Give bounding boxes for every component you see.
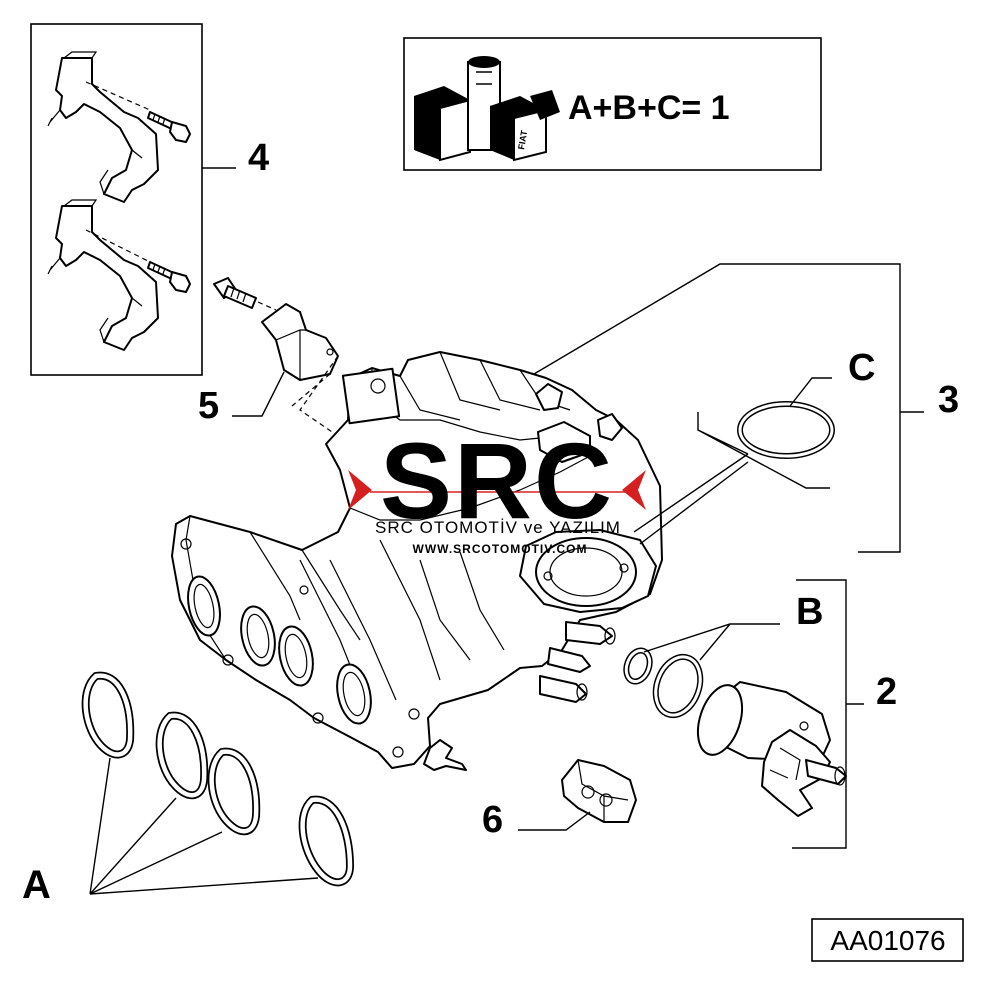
bracket-5	[261, 303, 339, 381]
reference-code-frame	[811, 918, 964, 962]
callout-part-3: 3	[938, 379, 959, 421]
gasket-c	[737, 401, 835, 459]
watermark-subtitle: SRC OTOMOTİV ve YAZILIM	[375, 518, 621, 537]
callout-gasket-b: B	[796, 591, 823, 633]
part-4-frame	[30, 23, 203, 376]
watermark-chevron-left	[348, 470, 372, 510]
gasket-b-large	[652, 653, 704, 719]
src-watermark: SRC SRC OTOMOTİV ve YAZILIM WWW.SRCOTOMO…	[348, 420, 646, 556]
manifold-bolt-holes	[180, 538, 420, 758]
kit-frame	[403, 37, 822, 171]
bracket-clip-bottom	[47, 199, 159, 351]
watermark-url: WWW.SRCOTOMOTIV.COM	[413, 542, 588, 556]
callout-part-2: 2	[876, 671, 897, 713]
clip-6	[561, 759, 637, 823]
callout-gasket-a: A	[22, 863, 51, 907]
callout-part-6: 6	[482, 799, 503, 841]
manifold-port-3	[278, 625, 314, 687]
kit-brand-mark: FIAT	[516, 129, 529, 150]
throttle-actuator	[696, 681, 847, 817]
gasket-a-4	[298, 795, 355, 887]
bolt-bottom	[147, 261, 191, 293]
reference-code: AA01076	[830, 925, 945, 956]
fiat-kit-icon: FIAT	[414, 56, 560, 162]
gasket-a-3	[207, 747, 261, 836]
callout-part-4: 4	[248, 137, 269, 179]
gasket-a-1	[81, 671, 135, 759]
watermark-title: SRC	[380, 420, 614, 541]
manifold-throttle-flange	[519, 529, 657, 613]
manifold-port-2	[240, 605, 276, 667]
callout-part-5: 5	[198, 385, 219, 427]
manifold-nipples	[539, 621, 616, 703]
manifold-port-4	[336, 663, 372, 725]
kit-formula: A+B+C= 1	[568, 89, 730, 127]
bracket-clip-top	[47, 51, 159, 203]
manifold-port-1	[187, 575, 221, 637]
watermark-chevron-right	[622, 470, 646, 510]
bolt-5	[213, 277, 257, 309]
bolt-top	[147, 111, 191, 143]
manifold-bracket-clip	[423, 739, 467, 771]
gasket-b-small	[623, 647, 653, 685]
callout-gasket-c: C	[848, 347, 875, 389]
gasket-a-2	[155, 711, 209, 800]
